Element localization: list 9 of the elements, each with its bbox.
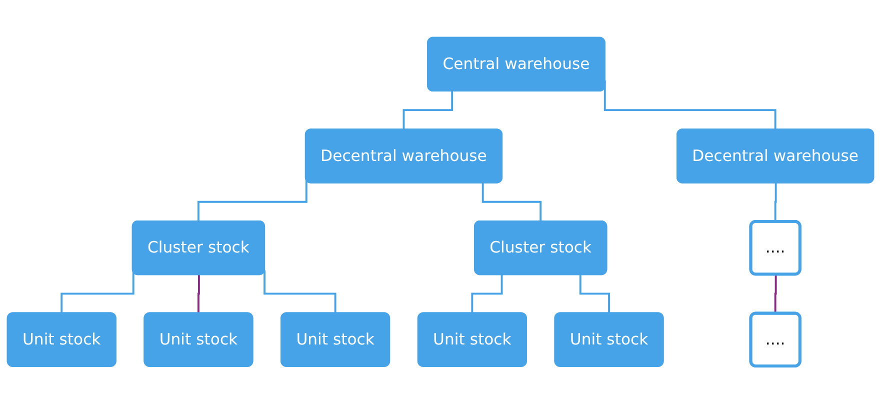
connector: [197, 178, 308, 223]
connector: [60, 270, 134, 315]
connector: [482, 182, 542, 223]
connector: [264, 270, 337, 315]
connector: [402, 91, 454, 132]
connector: [197, 274, 200, 315]
connector: [774, 182, 777, 223]
connector: [579, 274, 610, 315]
connector: [471, 274, 503, 315]
